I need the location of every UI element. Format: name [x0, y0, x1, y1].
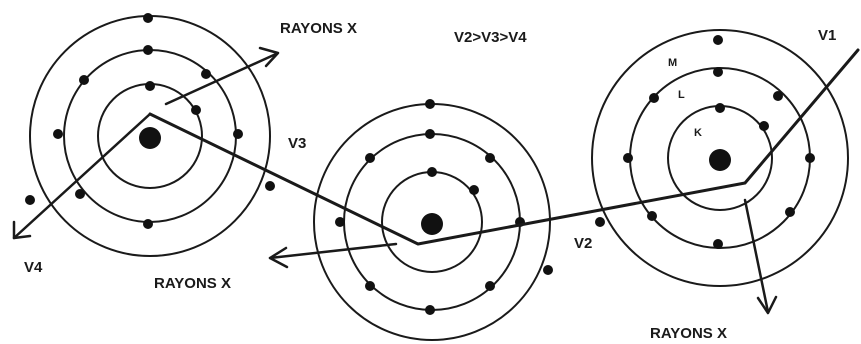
- label-shell-k: K: [694, 127, 702, 139]
- electron: [335, 217, 345, 227]
- electron: [713, 67, 723, 77]
- electron: [773, 91, 783, 101]
- atom-left-nucleus: [139, 127, 161, 149]
- electron: [191, 105, 201, 115]
- label-v1: V1: [818, 27, 836, 44]
- electron: [543, 265, 553, 275]
- electron: [265, 181, 275, 191]
- label-rays-top: RAYONS X: [280, 20, 357, 37]
- electron: [79, 75, 89, 85]
- electron: [649, 93, 659, 103]
- electron: [595, 217, 605, 227]
- electron: [201, 69, 211, 79]
- electron: [53, 129, 63, 139]
- atom-right-orbit-m: [591, 29, 849, 287]
- electron: [365, 153, 375, 163]
- electron: [715, 103, 725, 113]
- electron: [143, 219, 153, 229]
- trajectory-exit-line: [12, 112, 152, 240]
- electron: [485, 153, 495, 163]
- electron: [365, 281, 375, 291]
- xray-arrow-middle: [268, 242, 398, 260]
- electron: [623, 153, 633, 163]
- electron: [233, 129, 243, 139]
- electron: [143, 45, 153, 55]
- electron: [805, 153, 815, 163]
- atom-right-nucleus: [709, 149, 731, 171]
- electron: [785, 207, 795, 217]
- label-shell-m: M: [668, 57, 677, 69]
- electron: [647, 211, 657, 221]
- atom-center: [313, 99, 553, 341]
- label-v3: V3: [288, 135, 306, 152]
- electron: [145, 81, 155, 91]
- xray-arrow-bottom: [743, 198, 770, 314]
- electron: [713, 239, 723, 249]
- electron: [425, 305, 435, 315]
- electron: [143, 13, 153, 23]
- label-v2: V2: [574, 235, 592, 252]
- electron: [425, 99, 435, 109]
- electron: [759, 121, 769, 131]
- label-shell-l: L: [678, 89, 685, 101]
- label-v4: V4: [24, 259, 43, 276]
- xray-arrow-middle-head: [268, 246, 289, 269]
- electron: [469, 185, 479, 195]
- xray-arrow-top: [164, 52, 278, 106]
- electron: [75, 189, 85, 199]
- atom-right: [591, 29, 849, 287]
- label-rays-middle: RAYONS X: [154, 275, 231, 292]
- electron-trajectory: [148, 48, 860, 246]
- atom-left: [25, 13, 275, 257]
- electron: [485, 281, 495, 291]
- electron: [25, 195, 35, 205]
- label-rays-bottom: RAYONS X: [650, 325, 727, 342]
- label-velocity-order: V2>V3>V4: [454, 29, 527, 46]
- atom-center-nucleus: [421, 213, 443, 235]
- electron: [427, 167, 437, 177]
- trajectory-exit-arrowhead: [12, 220, 32, 240]
- xray-arrow-bottom-head: [756, 295, 778, 315]
- electron: [713, 35, 723, 45]
- xray-arrow-top-head: [258, 46, 280, 68]
- electron: [425, 129, 435, 139]
